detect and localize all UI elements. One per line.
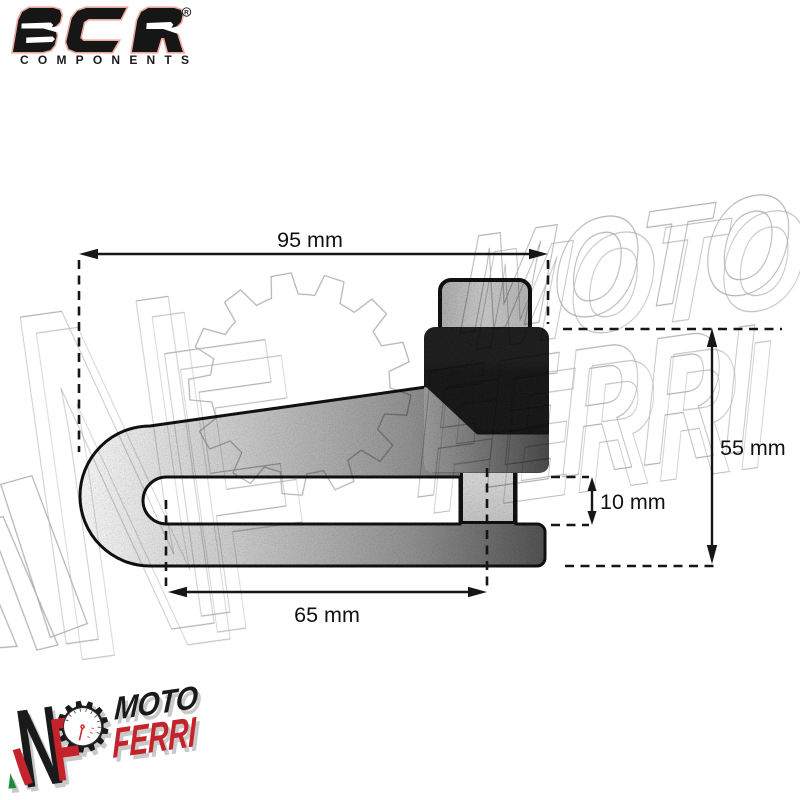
svg-text:FERRI: FERRI <box>116 711 200 771</box>
svg-text:65 mm: 65 mm <box>294 603 360 627</box>
svg-text:FERRI: FERRI <box>430 301 773 552</box>
svg-text:FERRI: FERRI <box>113 707 197 767</box>
svg-text:FERRI: FERRI <box>414 285 757 536</box>
svg-text:10 mm: 10 mm <box>600 490 666 514</box>
svg-text:55 mm: 55 mm <box>720 436 786 460</box>
svg-text:95 mm: 95 mm <box>277 228 343 252</box>
svg-text:R: R <box>184 10 189 17</box>
